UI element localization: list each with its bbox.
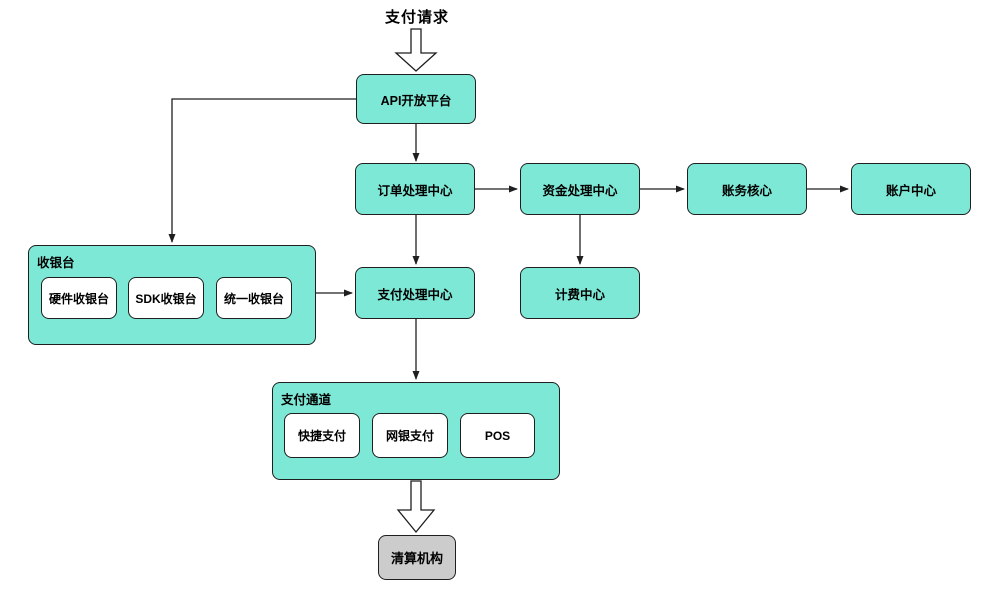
group-cashier-label: 收银台 [37, 256, 75, 270]
node-order-center: 订单处理中心 [355, 163, 475, 215]
block-arrow-channel-to-clearing [396, 480, 436, 534]
node-clearing-institution: 清算机构 [378, 535, 456, 580]
node-billing-center: 计费中心 [520, 267, 640, 319]
node-accounting-core: 账务核心 [687, 163, 807, 215]
node-account-center: 账户中心 [851, 163, 971, 215]
block-arrow-request-to-api [394, 28, 438, 72]
node-funds-center: 资金处理中心 [520, 163, 640, 215]
group-payment-channel: 支付通道 快捷支付 网银支付 POS [272, 382, 560, 480]
connector-api-to-cashier-group [168, 98, 356, 243]
group-cashier: 收银台 硬件收银台 SDK收银台 统一收银台 [28, 245, 316, 345]
node-hardware-cashier: 硬件收银台 [41, 277, 117, 319]
node-online-banking-payment: 网银支付 [372, 413, 448, 458]
node-quick-payment: 快捷支付 [284, 413, 360, 458]
diagram-title: 支付请求 [384, 9, 449, 26]
group-payment-channel-label: 支付通道 [281, 393, 332, 407]
node-payment-center: 支付处理中心 [355, 267, 475, 319]
node-unified-cashier: 统一收银台 [216, 277, 292, 319]
node-pos: POS [460, 413, 535, 458]
node-sdk-cashier: SDK收银台 [128, 277, 204, 319]
node-api-platform: API开放平台 [356, 74, 476, 124]
